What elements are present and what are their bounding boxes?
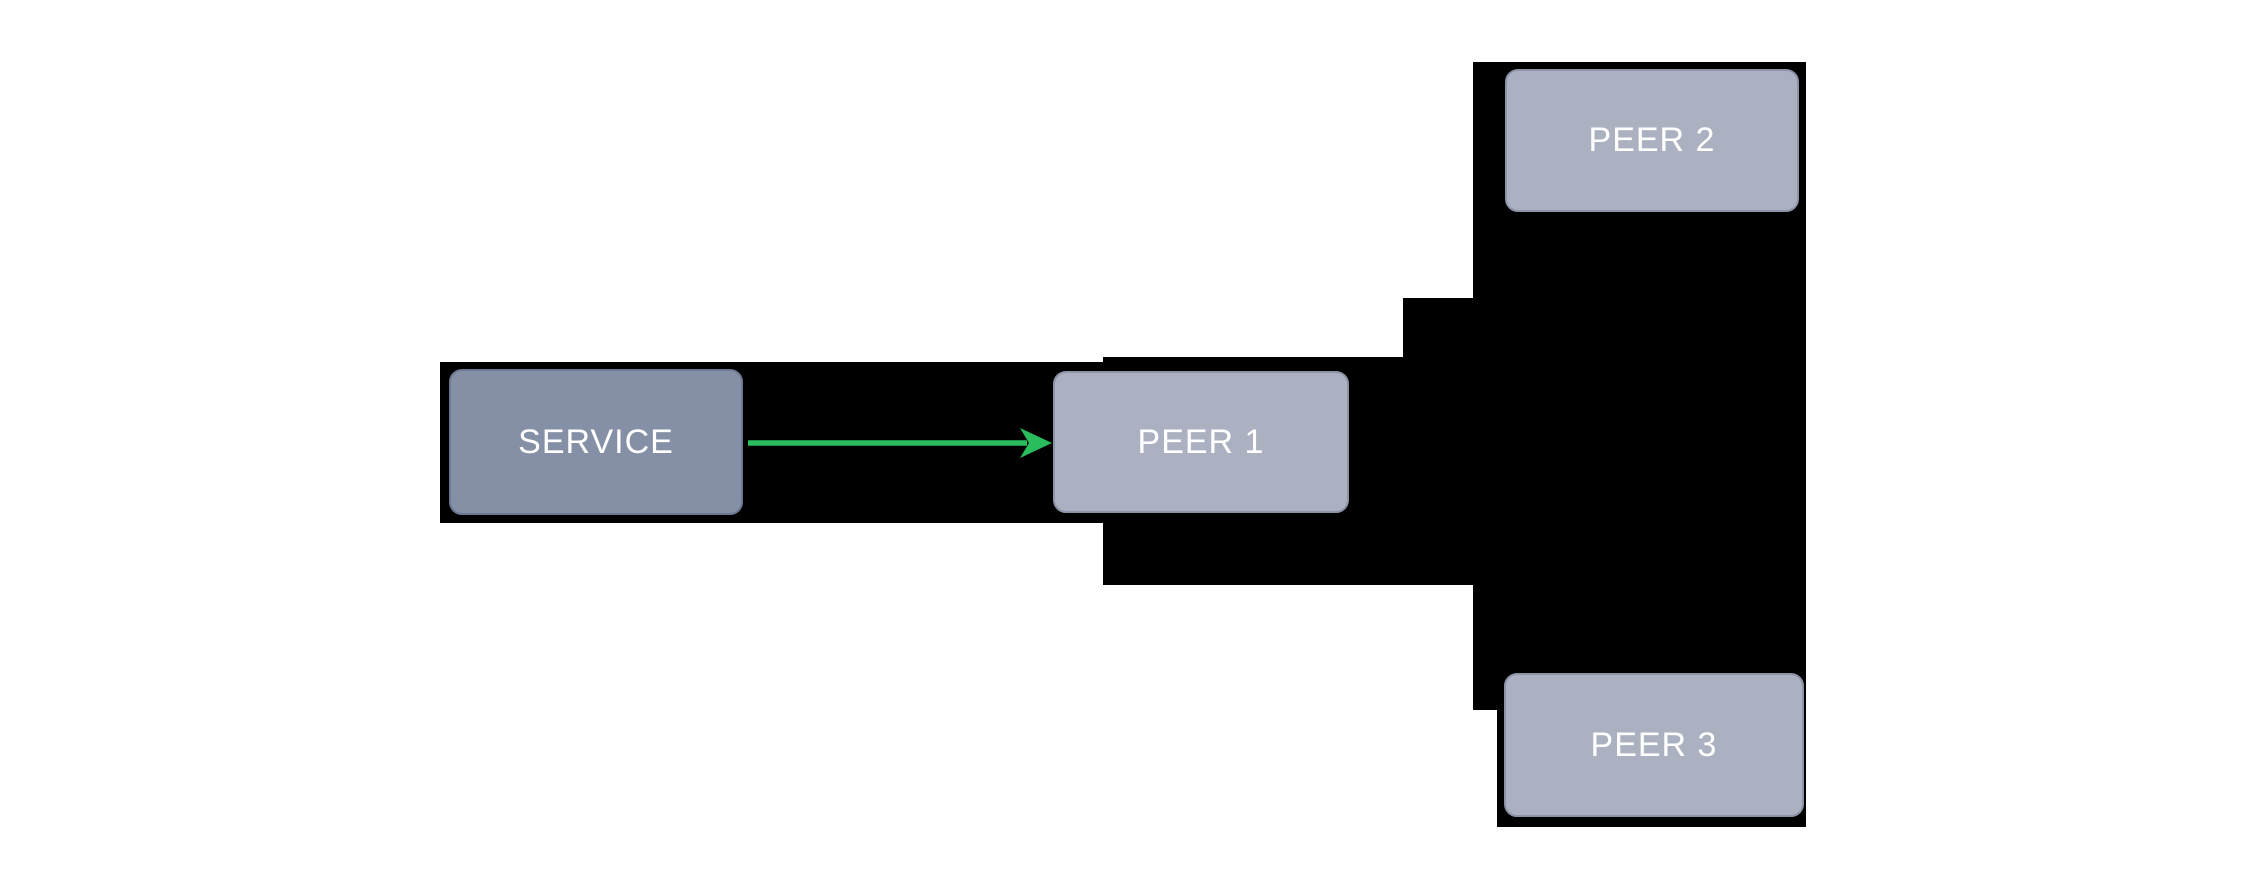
black-region-notch [1403, 298, 1473, 358]
node-peer3-label: PEER 3 [1590, 725, 1718, 764]
node-service: SERVICE [449, 369, 743, 515]
node-peer1: PEER 1 [1053, 371, 1349, 513]
node-peer2: PEER 2 [1505, 69, 1799, 212]
node-service-label: SERVICE [518, 422, 674, 461]
node-peer2-label: PEER 2 [1588, 121, 1716, 159]
node-peer3: PEER 3 [1504, 673, 1804, 817]
node-peer1-label: PEER 1 [1137, 422, 1265, 461]
